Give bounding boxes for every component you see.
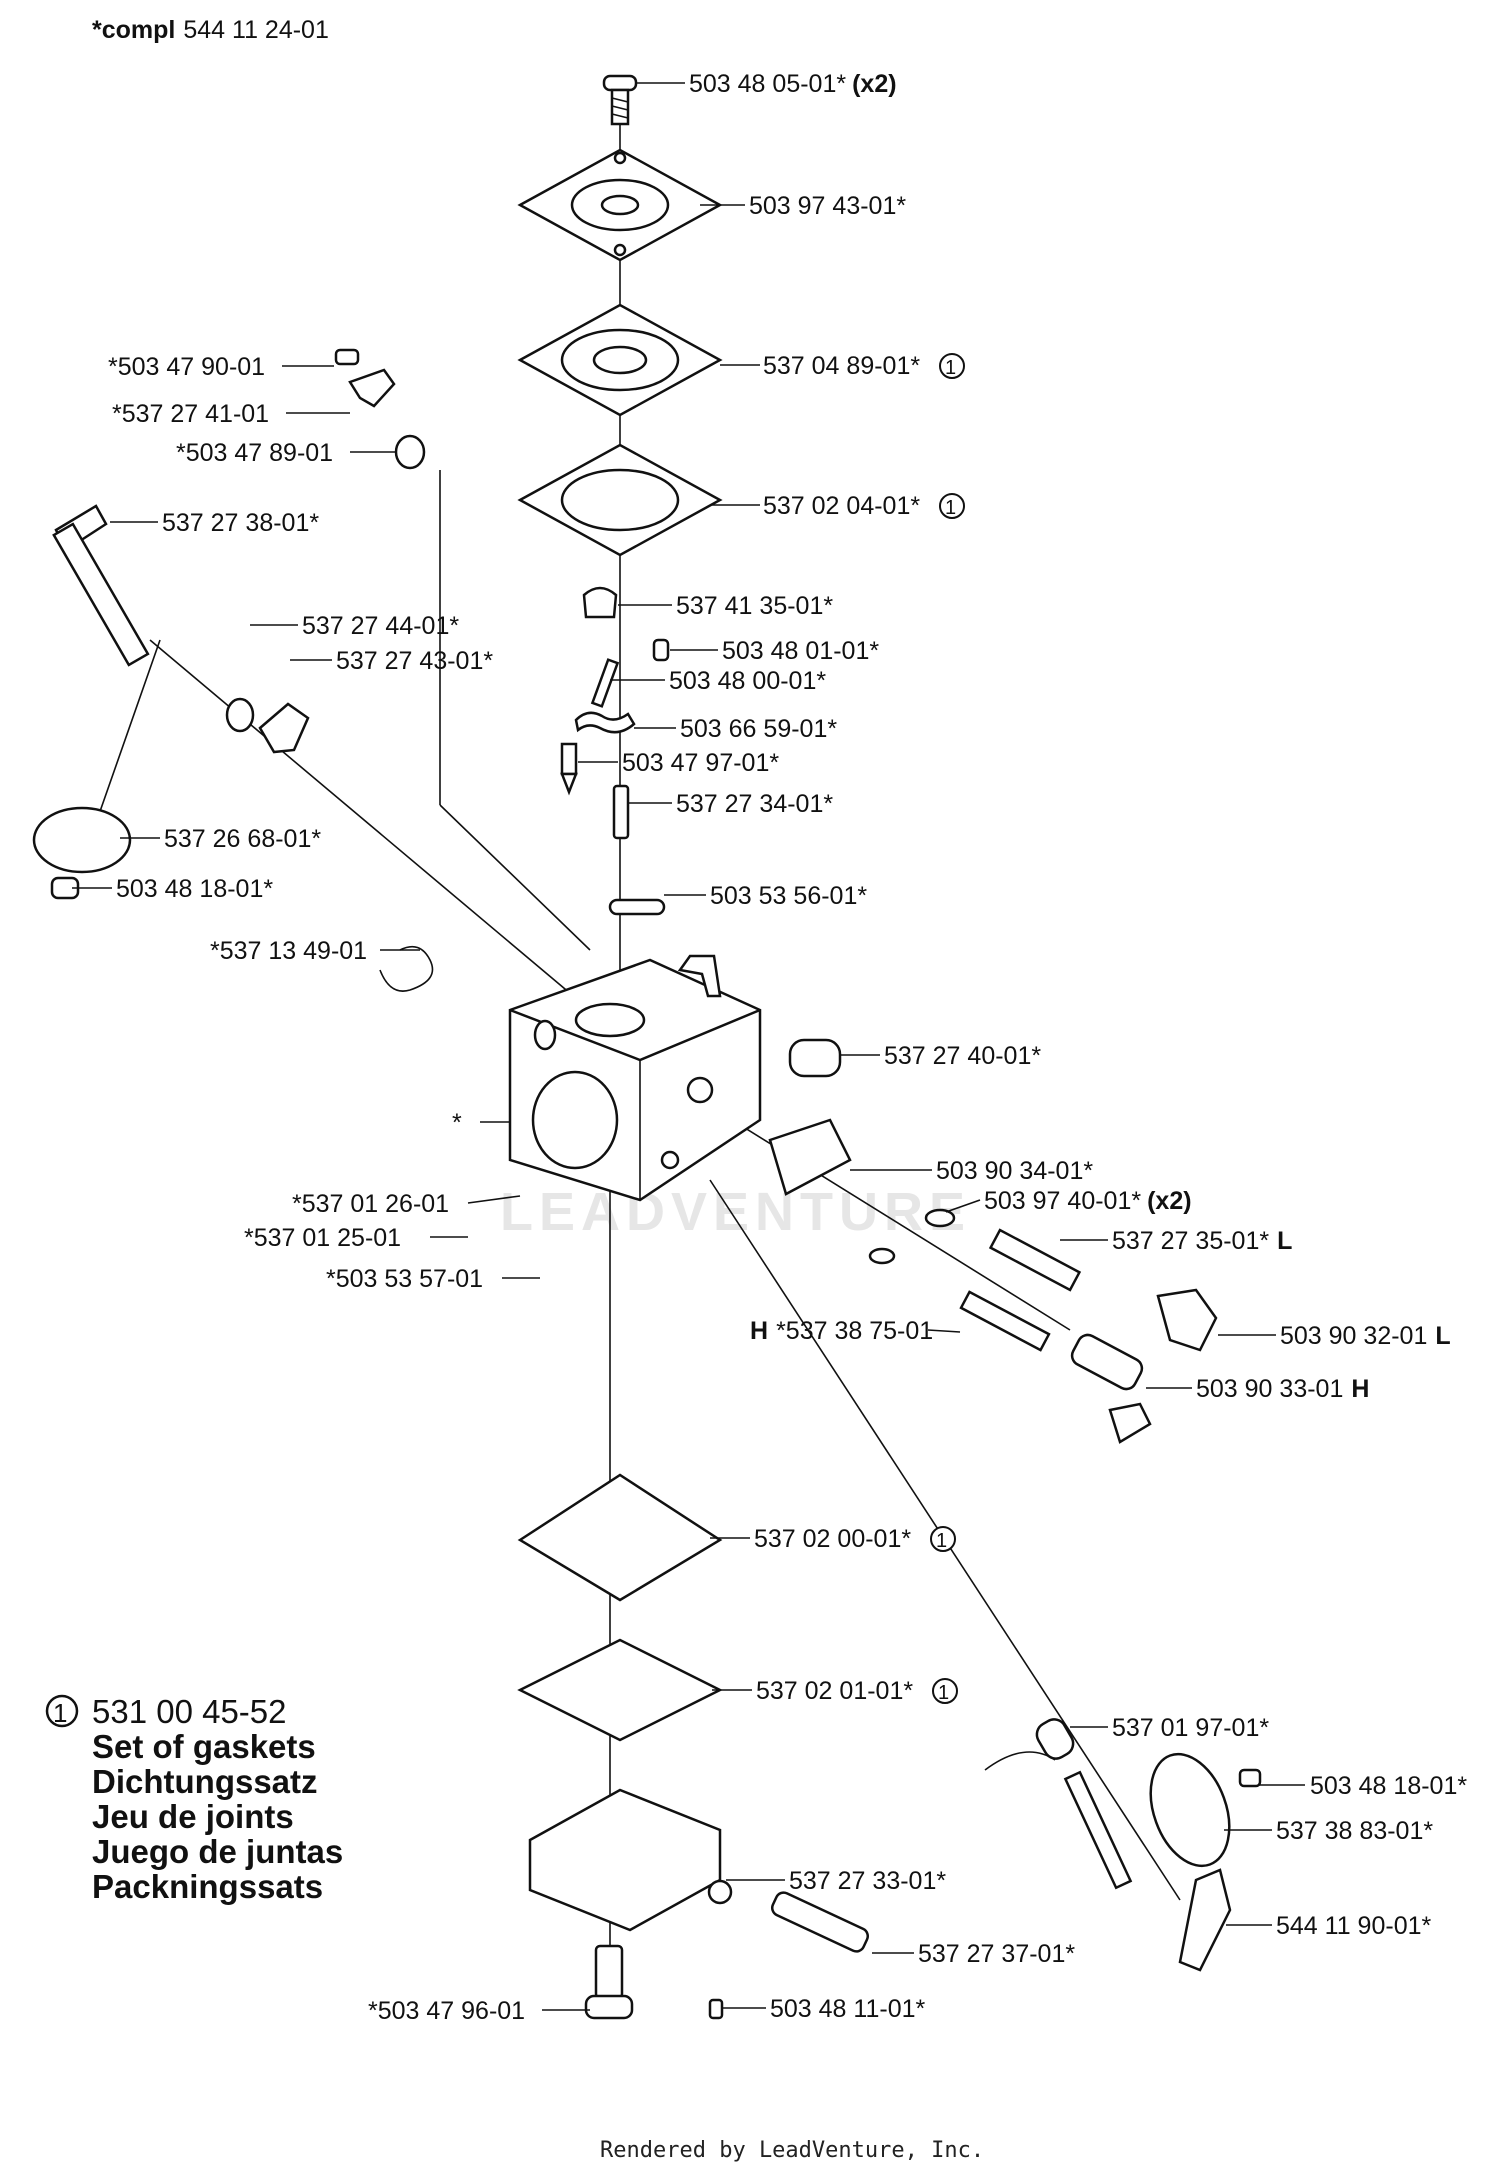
pump-gasket-part bbox=[517, 443, 723, 557]
inlet-needle-parts bbox=[560, 586, 670, 916]
svg-text:537 02 04-01*: 537 02 04-01* bbox=[763, 492, 920, 520]
legend-name-en: Set of gaskets bbox=[92, 1728, 316, 1765]
callout-503-47-89-01: *503 47 89-01 bbox=[176, 439, 333, 467]
callout-537-02-00-01: 537 02 00-01* 1 bbox=[754, 1525, 956, 1553]
svg-text:1: 1 bbox=[945, 357, 956, 379]
callout-537-13-49-01: *537 13 49-01 bbox=[210, 937, 367, 965]
callout-537-04-89-01: 537 04 89-01* 1 bbox=[763, 352, 965, 380]
callout-503-97-43-01: 503 97 43-01* bbox=[749, 192, 906, 220]
callout-503-48-00-01: 503 48 00-01* bbox=[669, 667, 826, 695]
callout-asterisk: * bbox=[452, 1109, 462, 1137]
legend-part-number: 531 00 45-52 bbox=[92, 1693, 287, 1730]
callout-537-27-35-01: 537 27 35-01*L bbox=[1112, 1227, 1292, 1255]
callout-503-48-05-01: 503 48 05-01*(x2) bbox=[689, 70, 897, 98]
legend-name-fr: Jeu de joints bbox=[92, 1798, 294, 1835]
callout-503-97-40-01: 503 97 40-01*(x2) bbox=[984, 1187, 1192, 1215]
legend-name-es: Juego de juntas bbox=[92, 1833, 343, 1870]
callout-537-01-26-01: *537 01 26-01 bbox=[292, 1190, 449, 1218]
callout-537-01-25-01: *537 01 25-01 bbox=[244, 1224, 401, 1252]
callout-537-27-44-01: 537 27 44-01* bbox=[302, 612, 459, 640]
callout-537-38-75-01: H*537 38 75-01 bbox=[750, 1317, 933, 1345]
callout-537-01-97-01: 537 01 97-01* bbox=[1112, 1714, 1269, 1742]
pump-diaphragm-part bbox=[517, 303, 723, 417]
callout-503-47-97-01: 503 47 97-01* bbox=[622, 749, 779, 777]
svg-text:537 02 01-01*: 537 02 01-01* bbox=[756, 1677, 913, 1705]
compl-number: 544 11 24-01 bbox=[183, 16, 329, 44]
callout-537-26-68-01: 537 26 68-01* bbox=[164, 825, 321, 853]
svg-text:537 02 00-01*: 537 02 00-01* bbox=[754, 1525, 911, 1553]
callout-537-27-40-01: 537 27 40-01* bbox=[884, 1042, 1041, 1070]
watermark: LEADVENTURE bbox=[500, 1182, 971, 1242]
callout-503-53-56-01: 503 53 56-01* bbox=[710, 882, 867, 910]
callout-537-27-41-01: *537 27 41-01 bbox=[112, 400, 269, 428]
throttle-linkage-parts bbox=[984, 1718, 1262, 1972]
gasket-set-legend: 1 531 00 45-52 Set of gaskets Dichtungss… bbox=[45, 1693, 343, 1905]
footer-credit: Rendered by LeadVenture, Inc. bbox=[600, 2138, 984, 2163]
callout-503-47-90-01: *503 47 90-01 bbox=[108, 353, 265, 381]
callout-503-48-18-01-right: 503 48 18-01* bbox=[1310, 1772, 1467, 1800]
legend-circle-glyph: 1 bbox=[53, 1698, 67, 1728]
callout-537-27-37-01: 537 27 37-01* bbox=[918, 1940, 1075, 1968]
carburetor-body bbox=[508, 954, 762, 1202]
callout-503-90-34-01: 503 90 34-01* bbox=[936, 1157, 1093, 1185]
callout-503-48-11-01: 503 48 11-01* bbox=[770, 1995, 925, 2023]
svg-text:1: 1 bbox=[945, 497, 956, 519]
pump-cover-part bbox=[517, 148, 723, 262]
svg-text:1: 1 bbox=[936, 1530, 947, 1552]
callout-503-53-57-01: *503 53 57-01 bbox=[326, 1265, 483, 1293]
right-side-parts bbox=[768, 1038, 1218, 1444]
screw-part bbox=[602, 74, 638, 126]
callout-503-48-18-01-left: 503 48 18-01* bbox=[116, 875, 273, 903]
callout-537-27-43-01: 537 27 43-01* bbox=[336, 647, 493, 675]
callout-537-02-01-01: 537 02 01-01* 1 bbox=[756, 1677, 958, 1705]
callout-503-47-96-01: *503 47 96-01 bbox=[368, 1997, 525, 2025]
assembly-header: *compl 544 11 24-01 bbox=[92, 16, 329, 44]
callout-537-27-38-01: 537 27 38-01* bbox=[162, 509, 319, 537]
callout-537-27-33-01: 537 27 33-01* bbox=[789, 1867, 946, 1895]
legend-name-sv: Packningssats bbox=[92, 1868, 323, 1905]
callout-503-66-59-01: 503 66 59-01* bbox=[680, 715, 837, 743]
callout-leaders bbox=[72, 82, 1305, 2011]
compl-prefix: *compl bbox=[92, 16, 175, 44]
svg-text:1: 1 bbox=[938, 1682, 949, 1704]
left-side-parts bbox=[32, 348, 434, 992]
callout-537-02-04-01: 537 02 04-01* 1 bbox=[763, 492, 965, 520]
callout-labels: 503 48 05-01*(x2) 503 97 43-01* 537 04 8… bbox=[108, 70, 1467, 2025]
callout-537-41-35-01: 537 41 35-01* bbox=[676, 592, 833, 620]
callout-537-38-83-01: 537 38 83-01* bbox=[1276, 1817, 1433, 1845]
callout-537-27-34-01: 537 27 34-01* bbox=[676, 790, 833, 818]
svg-text:537 04 89-01*: 537 04 89-01* bbox=[763, 352, 920, 380]
legend-name-de: Dichtungssatz bbox=[92, 1763, 318, 1800]
lower-stack-parts bbox=[517, 1473, 870, 2020]
callout-503-48-01-01: 503 48 01-01* bbox=[722, 637, 879, 665]
callout-544-11-90-01: 544 11 90-01* bbox=[1276, 1912, 1431, 1940]
